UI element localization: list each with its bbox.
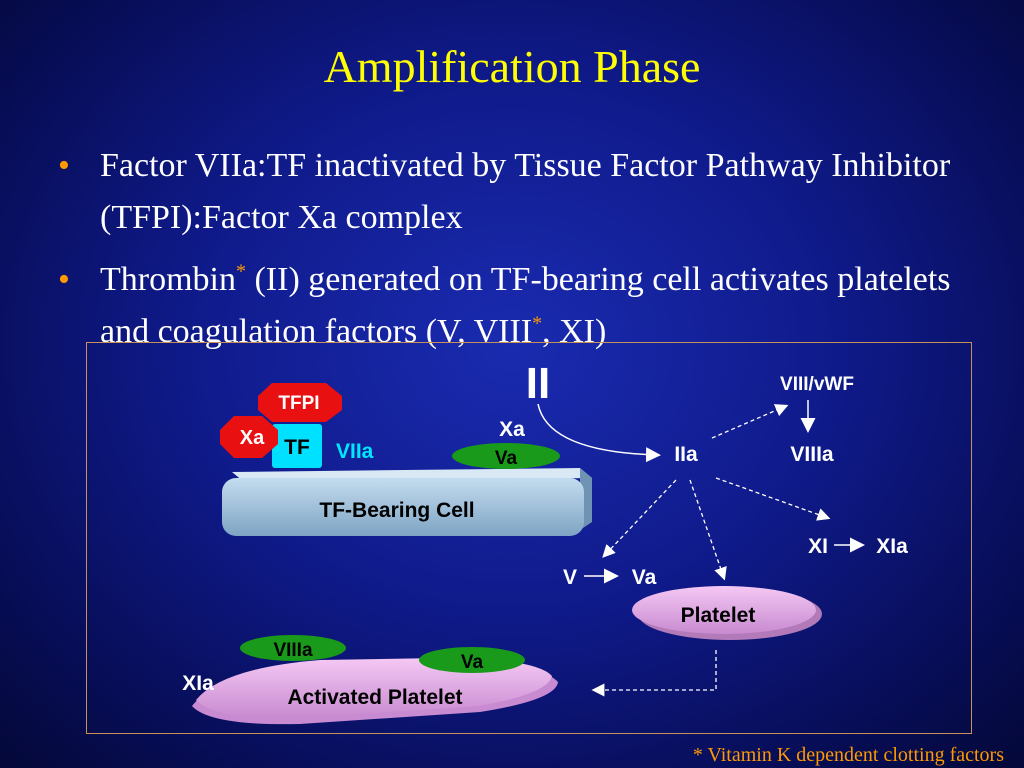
iia-to-xi-arrow [715,477,831,521]
xa-octagon: Xa [220,416,278,458]
diagram-frame [86,342,972,734]
iia-to-platelet-arrow [689,479,727,581]
bullet-item-1: • Factor VIIa:TF inactivated by Tissue F… [58,140,958,244]
iia-to-v-arrow [602,479,677,558]
iia-label: IIa [674,443,698,466]
bullet-text-2a: Thrombin [100,261,236,298]
asterisk-marker: * [235,260,246,283]
viia-label: VIIa [336,440,374,463]
bullet-text-2b: (II) generated on TF-bearing cell activa… [100,261,951,350]
xi-label: XI [808,535,828,558]
ii-to-iia-arrow [537,403,661,463]
bullet-text-1: Factor VIIa:TF inactivated by Tissue Fac… [100,147,951,236]
va-on-platelet: Va [419,647,525,673]
activated-platelet: Activated Platelet [192,658,558,725]
bullet-marker: • [58,261,70,298]
xa-float-label: Xa [499,418,525,441]
va-on-platelet-label: Va [461,652,484,673]
bullet-item-2: • Thrombin* (II) generated on TF-bearing… [58,254,958,358]
va-label: Va [632,566,657,589]
platelet-label: Platelet [681,604,756,627]
viiia-on-platelet-label: VIIIa [273,640,313,661]
v-label: V [563,566,577,589]
va-on-cell: Va [452,443,560,469]
viii-vwf-label: VIII/vWF [780,374,854,395]
bullet-list: • Factor VIIa:TF inactivated by Tissue F… [58,140,958,368]
activated-platelet-label: Activated Platelet [287,686,462,709]
platelet-activation-arrow [591,650,717,697]
xa-octagon-label: Xa [240,427,265,449]
viiia-on-platelet: VIIIa [240,635,346,661]
xia-on-platelet-label: XIa [182,672,214,695]
bullet-marker: • [58,147,70,184]
iia-to-viii-arrow [711,404,789,439]
tf-box: TF [272,424,322,468]
asterisk-marker: * [532,312,543,335]
viiia-label: VIIIa [790,443,834,466]
ii-label: II [526,359,550,408]
slide-title: Amplification Phase [323,41,701,92]
tfpi-label: TFPI [278,393,319,414]
footnote: * Vitamin K dependent clotting factors [692,744,1004,766]
cell-label: TF-Bearing Cell [319,499,474,522]
platelet: Platelet [632,586,822,640]
tf-label: TF [284,436,310,459]
va-on-cell-label: Va [495,448,518,469]
tfpi-octagon: TFPI [258,383,342,422]
xia-label: XIa [876,535,908,558]
bullet-text-2c: , XI) [542,313,607,350]
tf-bearing-cell: TF-Bearing Cell [222,468,592,536]
